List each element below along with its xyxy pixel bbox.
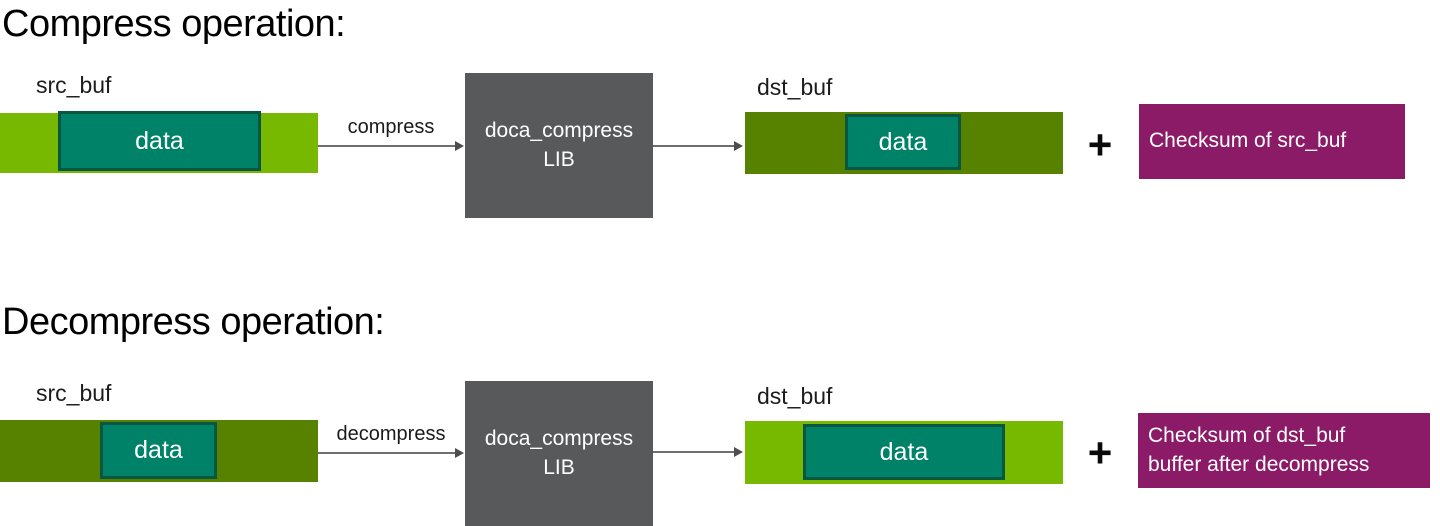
lib-suffix: LIB [543, 147, 575, 171]
decompress-dst-data-box: data [803, 424, 1005, 480]
arrow-line [653, 145, 736, 147]
compress-src-buf-bar: data [0, 111, 318, 173]
compress-arrow-label: compress [347, 116, 435, 138]
decompress-plus-sign: + [1087, 429, 1113, 476]
compress-plus-sign: + [1087, 121, 1113, 168]
compress-src-data-label: data [135, 126, 184, 155]
checksum-text-line1: Checksum of dst_buf [1148, 423, 1346, 447]
compress-dst-buf-label: dst_buf [757, 74, 833, 100]
decompress-dst-buf-bar: data [745, 421, 1063, 484]
arrow-line [653, 451, 736, 453]
lib-suffix: LIB [543, 455, 575, 479]
decompress-section-title: Decompress operation: [2, 301, 385, 343]
compress-doca-lib-box: doca_compress LIB [465, 73, 653, 218]
decompress-src-buf-label: src_buf [36, 380, 112, 406]
decompress-src-buf-bar: data [0, 420, 318, 482]
compress-section-title: Compress operation: [2, 3, 346, 45]
checksum-text-line1: Checksum of src_buf [1149, 129, 1347, 153]
compress-dst-buf-bar: data [745, 112, 1063, 174]
decompress-checksum-box: Checksum of dst_buf buffer after decompr… [1138, 413, 1430, 488]
arrow-line [318, 145, 457, 147]
decompress-src-data-label: data [134, 436, 183, 464]
compress-checksum-box: Checksum of src_buf [1139, 104, 1405, 179]
arrow-head-icon [734, 141, 743, 151]
arrow-line [318, 452, 457, 454]
decompress-src-data-box: data [100, 422, 217, 479]
arrow-head-icon [455, 448, 464, 458]
lib-name: doca_compress [484, 427, 634, 451]
decompress-doca-lib-box: doca_compress LIB [465, 381, 653, 526]
compress-dst-data-box: data [845, 114, 961, 170]
decompress-arrow-label: decompress [336, 423, 446, 445]
decompress-dst-data-label: data [879, 437, 929, 466]
compress-src-data-box: data [58, 111, 261, 171]
lib-name: doca_compress [484, 119, 634, 143]
checksum-text-line2: buffer after decompress [1148, 452, 1370, 476]
decompress-dst-buf-label: dst_buf [757, 383, 833, 409]
compress-dst-data-label: data [878, 127, 928, 156]
arrow-head-icon [734, 447, 743, 457]
arrow-head-icon [455, 141, 464, 151]
compress-src-buf-label: src_buf [36, 72, 112, 98]
